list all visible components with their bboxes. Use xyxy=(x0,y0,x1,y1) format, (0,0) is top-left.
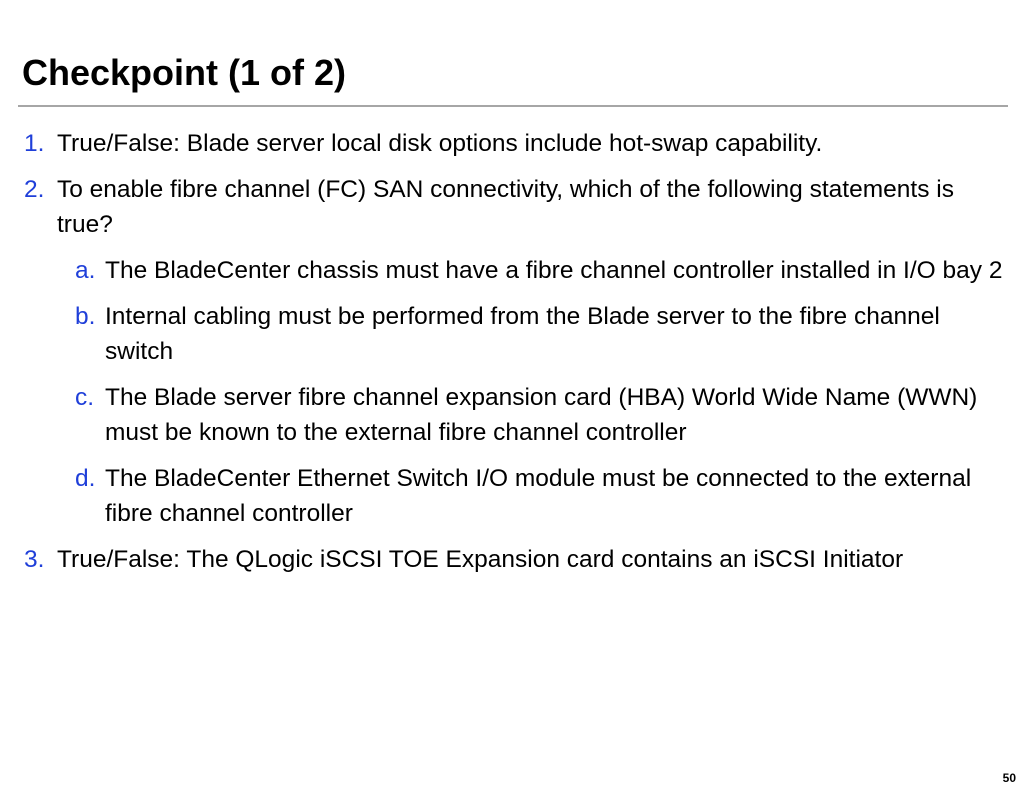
question-list: 1. True/False: Blade server local disk o… xyxy=(24,126,1009,588)
option-text: The BladeCenter chassis must have a fibr… xyxy=(105,257,1003,284)
slide-title: Checkpoint (1 of 2) xyxy=(22,52,347,93)
answer-option: a. The BladeCenter chassis must have a f… xyxy=(75,253,1009,288)
question-number: 1. xyxy=(24,130,45,157)
option-letter: b. xyxy=(75,303,96,330)
answer-option: c. The Blade server fibre channel expans… xyxy=(75,380,1009,450)
answer-option: b. Internal cabling must be performed fr… xyxy=(75,299,1009,369)
question-text: To enable fibre channel (FC) SAN connect… xyxy=(57,176,954,238)
question-text: True/False: Blade server local disk opti… xyxy=(57,130,823,157)
option-text: The BladeCenter Ethernet Switch I/O modu… xyxy=(105,465,972,527)
answer-option-list: a. The BladeCenter chassis must have a f… xyxy=(57,253,1009,531)
option-text: The Blade server fibre channel expansion… xyxy=(105,384,978,446)
question-text: True/False: The QLogic iSCSI TOE Expansi… xyxy=(57,546,904,573)
option-text: Internal cabling must be performed from … xyxy=(105,303,940,365)
page-number: 50 xyxy=(1002,771,1016,785)
option-letter: a. xyxy=(75,257,96,284)
title-divider xyxy=(18,105,1008,107)
question-item: 1. True/False: Blade server local disk o… xyxy=(24,126,1009,161)
question-number: 3. xyxy=(24,546,45,573)
question-item: 2. To enable fibre channel (FC) SAN conn… xyxy=(24,172,1009,531)
question-item: 3. True/False: The QLogic iSCSI TOE Expa… xyxy=(24,542,1009,577)
question-number: 2. xyxy=(24,176,45,203)
option-letter: c. xyxy=(75,384,95,411)
option-letter: d. xyxy=(75,465,96,492)
answer-option: d. The BladeCenter Ethernet Switch I/O m… xyxy=(75,461,1009,531)
